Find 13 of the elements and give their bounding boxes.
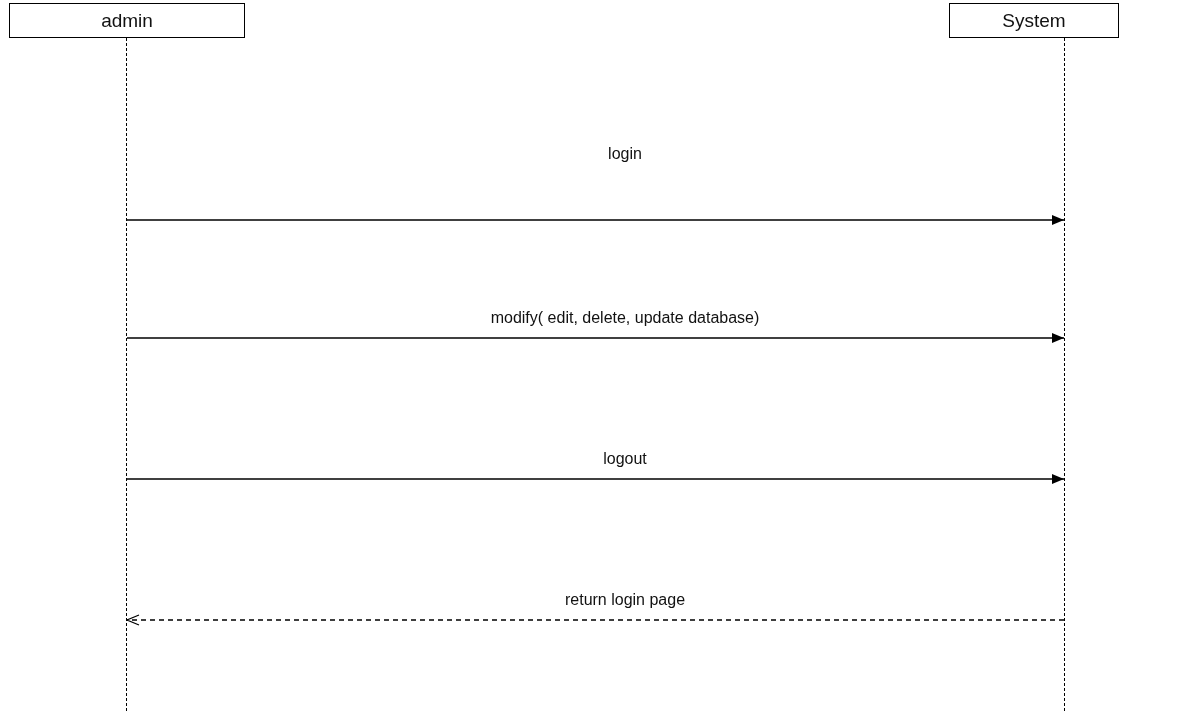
message-label: login <box>606 145 644 163</box>
participant-box <box>9 3 245 38</box>
participant-box <box>949 3 1119 38</box>
message-arrow <box>126 215 1065 225</box>
return-message-arrow <box>126 614 1065 626</box>
message-arrow <box>126 474 1065 484</box>
participant-name: System <box>1002 9 1066 32</box>
participant-name: admin <box>101 9 153 32</box>
message-label: logout <box>601 450 649 468</box>
lifeline <box>126 38 127 711</box>
lifeline <box>1064 38 1065 711</box>
message-label: modify( edit, delete, update database) <box>488 309 762 327</box>
message-arrow <box>126 333 1065 343</box>
